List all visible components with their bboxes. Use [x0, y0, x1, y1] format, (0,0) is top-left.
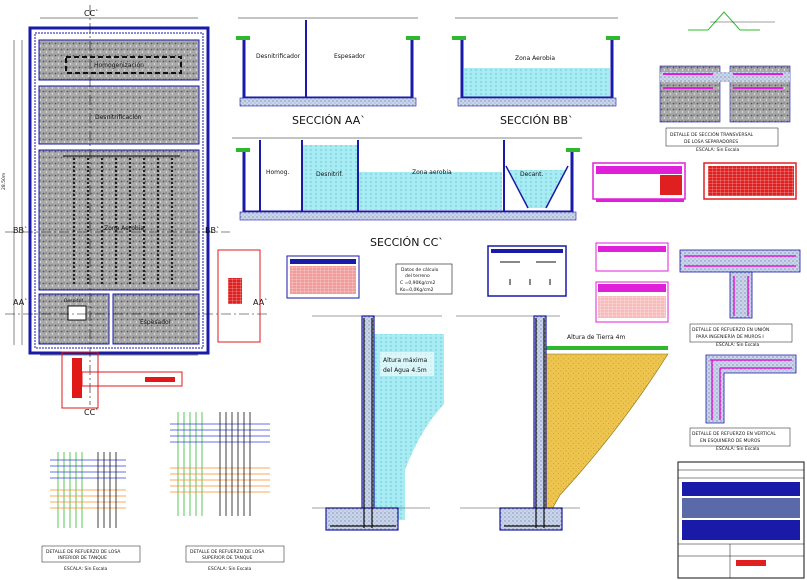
grid1-title-1: DETALLE DE REFUERZO DE LOSA: [46, 549, 121, 555]
section-bb-title: SECCIÓN BB`: [500, 114, 574, 127]
section-cc-aerobia: Zona aerobia: [412, 169, 452, 176]
plan-label-aa-left: AA`: [13, 297, 28, 307]
grid2-title-2: SUPERIOR DE TANQUE: [202, 555, 253, 561]
plan-view: 28.50m CC` CC` BB` BB` AA` AA` Homogeniz…: [0, 5, 807, 417]
l-scale: ESCALA: Sin Escala: [716, 446, 760, 452]
water-label-1: Altura máxima: [383, 357, 428, 364]
grid1-scale: ESCALA: Sin Escala: [64, 566, 108, 572]
section-cc-homog: Homog.: [266, 169, 290, 176]
section-bb: Zona Aerobia SECCIÓN BB`: [452, 17, 620, 127]
zone-desnitrificacion: Desnitrificación: [95, 114, 142, 121]
calc-title-2: del terreno: [405, 273, 430, 279]
water-label-2: del Agua 4.5m: [383, 367, 427, 374]
slab-grid-1: DETALLE DE REFUERZO DE LOSA INFERIOR DE …: [41, 452, 141, 578]
grid1-title-2: INFERIOR DE TANQUE: [58, 555, 107, 561]
t-title-1: DETALLE DE REFUERZO EN UNIÓN: [692, 326, 769, 333]
plan-label-cc-bottom: CC`: [84, 407, 99, 417]
sep-scale: ESCALA: Sin Escala: [696, 147, 740, 153]
svg-text:28.50m: 28.50m: [1, 173, 7, 190]
detail-l-corner: DETALLE DE REFUERZO EN VERTICAL EN ESQUI…: [689, 354, 797, 452]
wall-detail-soil: Altura de Tierra 4m: [456, 315, 669, 531]
section-aa-left-label: Desnitrificador: [256, 53, 301, 60]
section-cc-decant: Decant.: [520, 171, 543, 178]
soil-label: Altura de Tierra 4m: [567, 334, 625, 341]
plan-label-aa-right: AA`: [253, 297, 268, 307]
calc-line-1: C =0,90Kg/cm2: [400, 280, 436, 286]
section-aa-right-label: Espesador: [334, 53, 366, 60]
grid2-scale: ESCALA: Sin Escala: [208, 566, 252, 572]
detail-t-junction: DETALLE DE REFUERZO EN UNIÓN PARA INGENI…: [679, 249, 801, 348]
section-bb-zone-label: Zona Aerobia: [515, 55, 555, 62]
calc-line-2: Ko=0,0Kg/cm2: [400, 287, 434, 293]
zone-aerobia: Zona Aerobia: [104, 225, 144, 232]
t-title-2: PARA INGENIERÍA DE MUROS I: [696, 333, 764, 340]
section-aa-title: SECCIÓN AA`: [292, 114, 366, 127]
l-title-1: DETALLE DE REFUERZO EN VERTICAL: [692, 431, 776, 437]
slab-grid-2: DETALLE DE REFUERZO DE LOSA SUPERIOR DE …: [170, 412, 285, 572]
calc-title-1: Datos de cálculo: [401, 266, 439, 273]
detail-separator-slab: DETALLE DE SECCIÓN TRANSVERSAL DE LOSA S…: [659, 11, 791, 153]
title-block: [677, 461, 805, 579]
t-scale: ESCALA: Sin Escala: [716, 342, 760, 348]
section-cc-title: SECCIÓN CC`: [370, 236, 444, 249]
sep-title-2: DE LOSA SEPARADORES: [684, 139, 738, 145]
section-aa: Desnitrificador Espesador SECCIÓN AA`: [236, 17, 420, 127]
plan-label-cc-top: CC`: [84, 8, 99, 18]
zone-espesador: Espesador: [140, 319, 172, 326]
zone-desnitrif-small: Desnitrif.: [64, 298, 84, 304]
plan-label-bb-left: BB`: [13, 225, 28, 235]
section-cc: Homog. Desnitrif. Zona aerobia Decant. S…: [232, 137, 582, 249]
l-title-2: EN ESQUINERO DE MUROS: [700, 438, 760, 444]
section-cc-desnitrif: Desnitrif.: [316, 171, 343, 178]
sep-title-1: DETALLE DE SECCIÓN TRANSVERSAL: [670, 131, 754, 138]
plan-label-bb-right: BB`: [205, 225, 220, 235]
reinforcement-tables: [286, 162, 797, 323]
zone-homogenizacion: Homogenización: [94, 62, 144, 69]
grid2-title-1: DETALLE DE REFUERZO DE LOSA: [190, 549, 265, 555]
calc-box: Datos de cálculo del terreno C =0,90Kg/c…: [395, 263, 453, 295]
wall-detail-water: Altura máxima del Agua 4.5m: [312, 315, 444, 531]
